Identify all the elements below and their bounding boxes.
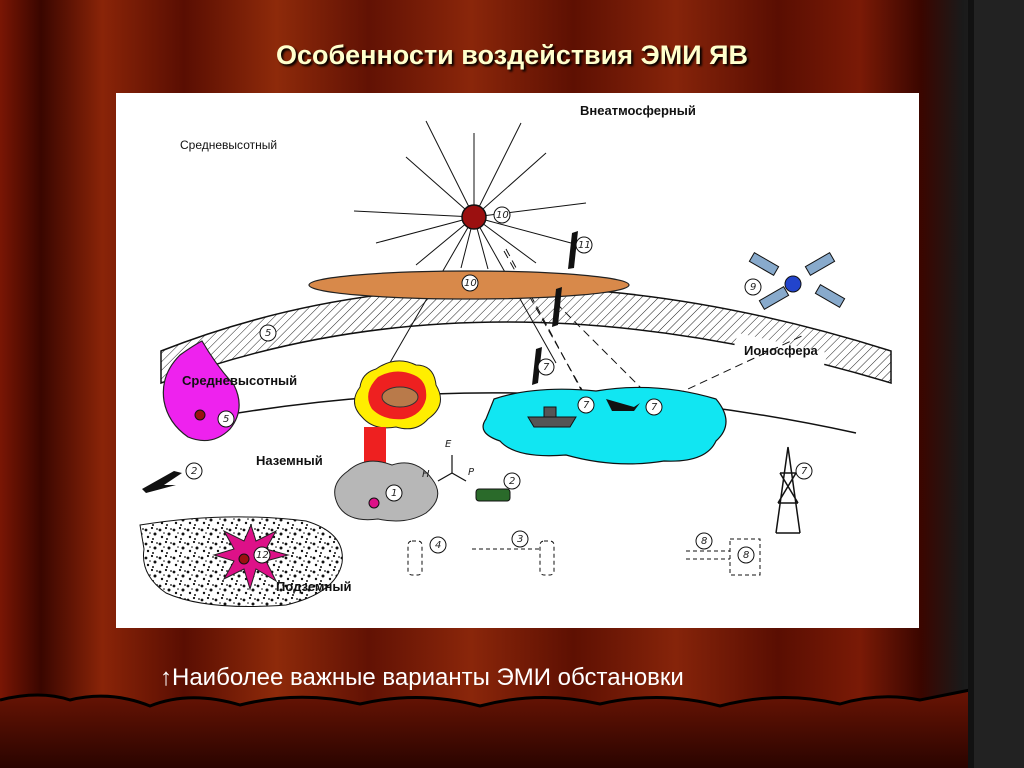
equipment-outlines — [407, 538, 761, 576]
sea-aircraft-icon — [606, 399, 640, 411]
marker-1: 1 — [391, 488, 397, 499]
marker-5-ionosphere: 5 — [265, 328, 271, 339]
axis-h: H — [422, 469, 430, 480]
label-mid-altitude-cloud: Средневысотный — [182, 373, 297, 388]
satellite-icon — [748, 251, 846, 311]
field-axes — [437, 455, 467, 482]
marker-8-box: 8 — [743, 550, 749, 561]
marker-12: 12 — [256, 550, 269, 561]
marker-9: 9 — [750, 282, 756, 293]
marker-3: 3 — [517, 534, 523, 545]
marker-7-missile: 7 — [543, 362, 550, 373]
emp-diagram: E H P 10 10 11 9 5 7 7 — [116, 93, 919, 628]
underground-burst-point — [238, 553, 250, 565]
ionosphere-label-bg — [732, 333, 828, 371]
marker-8-line: 8 — [701, 536, 707, 547]
label-exo-atmospheric: Внеатмосферный — [580, 103, 696, 118]
tank-icon — [475, 488, 511, 502]
axis-e: E — [445, 439, 452, 450]
ship-icon — [527, 406, 577, 428]
slide-title: Особенности воздействия ЭМИ ЯВ — [275, 40, 749, 70]
exo-burst — [461, 204, 487, 230]
label-mid-altitude-top: Средневысотный — [180, 138, 277, 152]
underground-burst — [212, 523, 290, 591]
sea-area — [482, 386, 727, 465]
aircraft-icon — [142, 471, 182, 493]
label-ionosphere: Ионосфера — [744, 343, 819, 358]
tower-icon — [775, 446, 801, 534]
axis-p: P — [468, 467, 475, 478]
mid-burst-point — [194, 409, 206, 421]
marker-7-ship: 7 — [583, 400, 590, 411]
marker-4: 4 — [435, 540, 441, 551]
ground-burst-point — [368, 497, 380, 509]
marker-2-aircraft: 2 — [191, 466, 197, 477]
slide-caption: ↑Наиболее важные варианты ЭМИ обстановки — [160, 664, 684, 692]
marker-7-tower: 7 — [801, 466, 808, 477]
marker-11: 11 — [578, 240, 591, 251]
marker-10-layer: 10 — [464, 278, 477, 289]
marker-2-tank: 2 — [509, 476, 515, 487]
marker-5-cloud: 5 — [223, 414, 229, 425]
caption-text: Наиболее важные варианты ЭМИ обстановки — [172, 664, 684, 691]
ground-fireball-core — [381, 386, 419, 408]
mushroom-stem — [364, 427, 386, 467]
label-underground: Подземный — [276, 579, 351, 594]
missile-icons — [532, 231, 578, 385]
marker-10-burst: 10 — [496, 210, 509, 221]
label-ground: Наземный — [256, 453, 323, 468]
number-markers — [185, 206, 813, 564]
up-arrow-icon: ↑ — [160, 664, 172, 691]
marker-7-plane: 7 — [651, 402, 658, 413]
